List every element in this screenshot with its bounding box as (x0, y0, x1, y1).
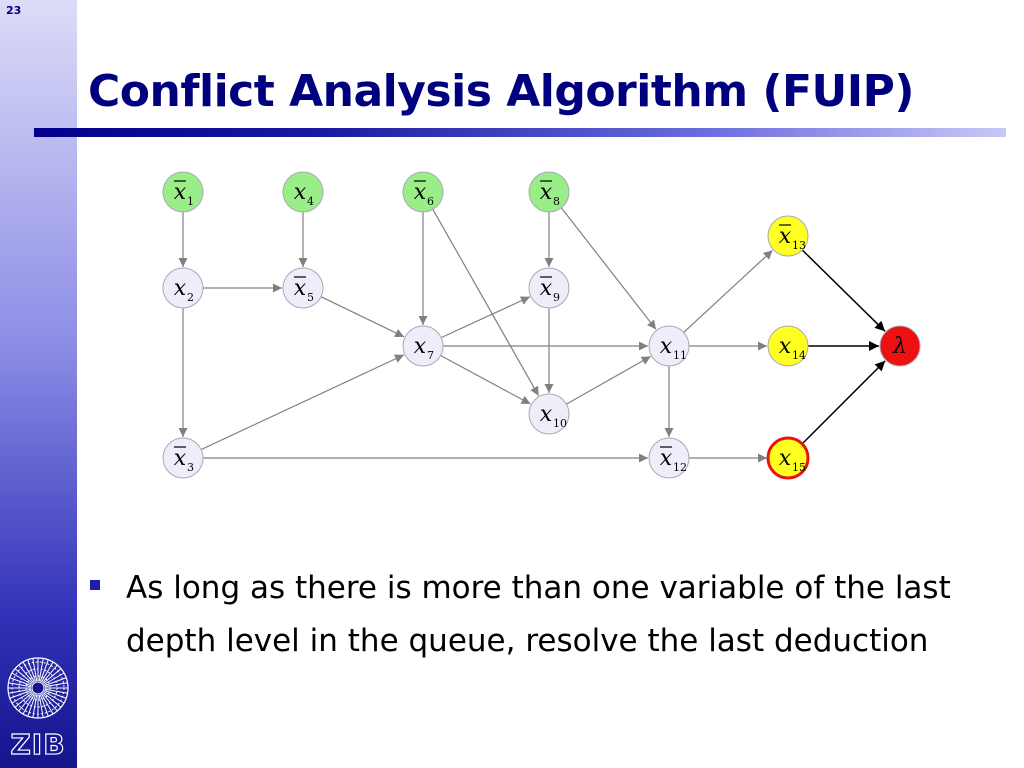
node-variable-label: x (540, 276, 553, 301)
node-subscript: 12 (673, 461, 687, 474)
node-variable-label: x (174, 180, 187, 205)
node-variable-label: x (294, 276, 307, 301)
node-subscript: 9 (553, 291, 560, 304)
node-variable-label: x (414, 180, 427, 205)
node-circle (162, 437, 204, 479)
node-subscript: 11 (673, 349, 687, 362)
node-subscript: 14 (792, 349, 806, 362)
edge-x7-x10 (440, 354, 531, 405)
node-circle (767, 215, 809, 257)
node-circle (162, 267, 204, 309)
node-circle (402, 325, 444, 367)
node-circle (528, 393, 570, 435)
node-subscript: 4 (307, 195, 314, 208)
edge-x8-x11 (560, 207, 657, 330)
slide-number: 23 (6, 4, 22, 17)
node-subscript: 7 (427, 349, 434, 362)
node-variable-label: x (660, 446, 673, 471)
node-lambda: λ (879, 325, 921, 367)
node-variable-label: x (540, 180, 553, 205)
node-variable-label: x (779, 224, 792, 249)
node-subscript: 5 (307, 291, 314, 304)
bullet-square-icon (90, 580, 100, 590)
node-variable-label: x (414, 334, 427, 359)
node-circle (162, 171, 204, 213)
node-subscript: 2 (187, 291, 194, 304)
node-circle (879, 325, 921, 367)
node-circle (528, 267, 570, 309)
node-circle (767, 325, 809, 367)
node-circle (766, 436, 810, 480)
node-variable-label: x (540, 402, 553, 427)
edge-x3-x7 (200, 354, 405, 451)
node-circle (648, 437, 690, 479)
node-circle (648, 325, 690, 367)
node-circle (402, 171, 444, 213)
node-circle (528, 171, 570, 213)
zib-logo-icon (7, 657, 69, 719)
node-circle (282, 171, 324, 213)
node-subscript: 3 (187, 461, 194, 474)
node-variable-label: x (660, 334, 673, 359)
node-variable-label: x (779, 446, 792, 471)
edge-x7-x9 (440, 296, 531, 339)
node-variable-label: λ (892, 334, 907, 359)
node-subscript: 13 (792, 239, 806, 252)
edge-x6-x10 (432, 209, 540, 397)
edge-x10-x11 (566, 355, 652, 405)
edge-x11-x13 (683, 249, 773, 333)
node-subscript: 6 (427, 195, 434, 208)
node-variable-label: x (174, 276, 187, 301)
node-subscript: 10 (553, 417, 567, 430)
node-subscript: 8 (553, 195, 560, 208)
edge-x15-lambda (801, 360, 886, 445)
slide-title: Conflict Analysis Algorithm (FUIP) (88, 66, 914, 117)
node-circle (282, 267, 324, 309)
logo-text: ZIB (10, 727, 66, 761)
node-variable-label: x (174, 446, 187, 471)
bullet-item-text: As long as there is more than one variab… (126, 570, 951, 659)
node-subscript: 15 (792, 461, 806, 474)
node-variable-label: x (294, 180, 307, 205)
node-variable-label: x (779, 334, 792, 359)
title-underline (34, 128, 1006, 137)
edge-x5-x7 (320, 296, 405, 338)
node-subscript: 1 (187, 195, 194, 208)
edge-x13-lambda (801, 249, 886, 332)
